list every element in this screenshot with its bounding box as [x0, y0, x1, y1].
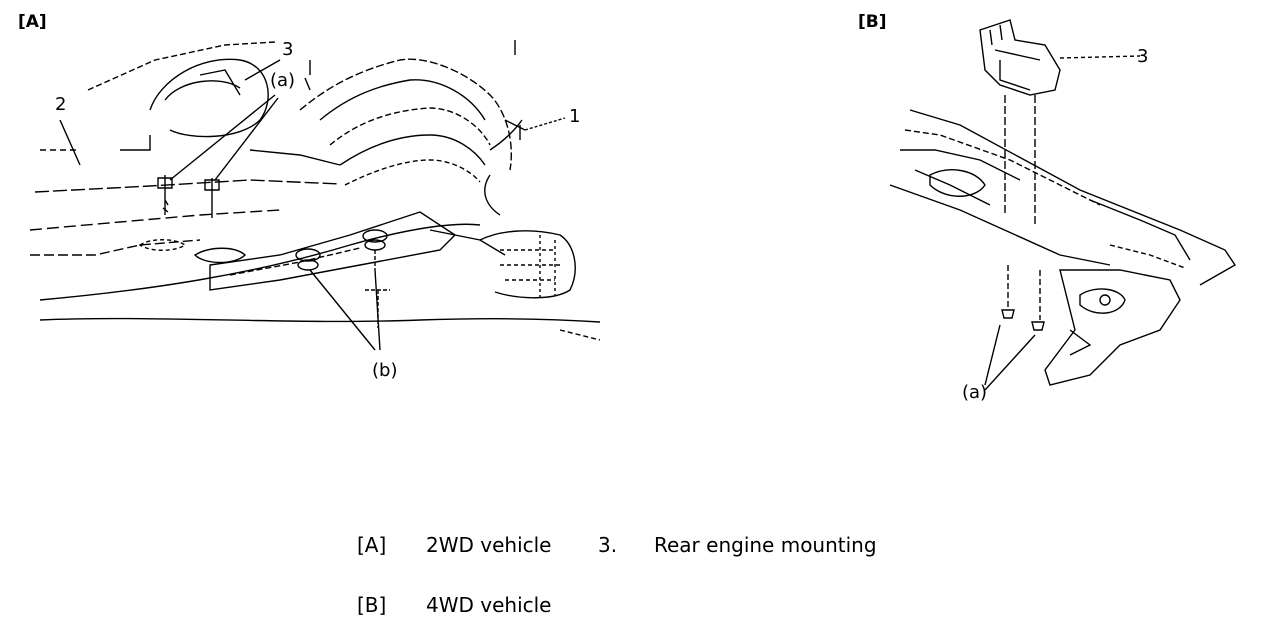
callout-b-item3: 3 [1137, 46, 1148, 67]
legend-text-rear-engine-mounting: Rear engine mounting [654, 533, 877, 557]
legend-key-b: [B] [357, 593, 387, 617]
panel-b-label: [B] [858, 12, 887, 32]
panel-b-linework [889, 19, 1236, 391]
legend-key-a: [A] [357, 533, 387, 557]
panel-a-label: [A] [18, 12, 47, 32]
callout-a-fastener-a: (a) [270, 70, 295, 91]
legend-text-2wd: 2WD vehicle [426, 533, 552, 557]
callout-a-item3: 3 [282, 39, 293, 60]
callout-a-fastener-b: (b) [372, 360, 397, 381]
legend-text-4wd: 4WD vehicle [426, 593, 552, 617]
callout-a-item2: 2 [55, 94, 66, 115]
panel-a-linework [29, 40, 601, 351]
callout-b-fastener-a: (a) [962, 382, 987, 403]
callout-a-item1: 1 [569, 106, 580, 127]
legend-number-3: 3. [598, 533, 618, 557]
